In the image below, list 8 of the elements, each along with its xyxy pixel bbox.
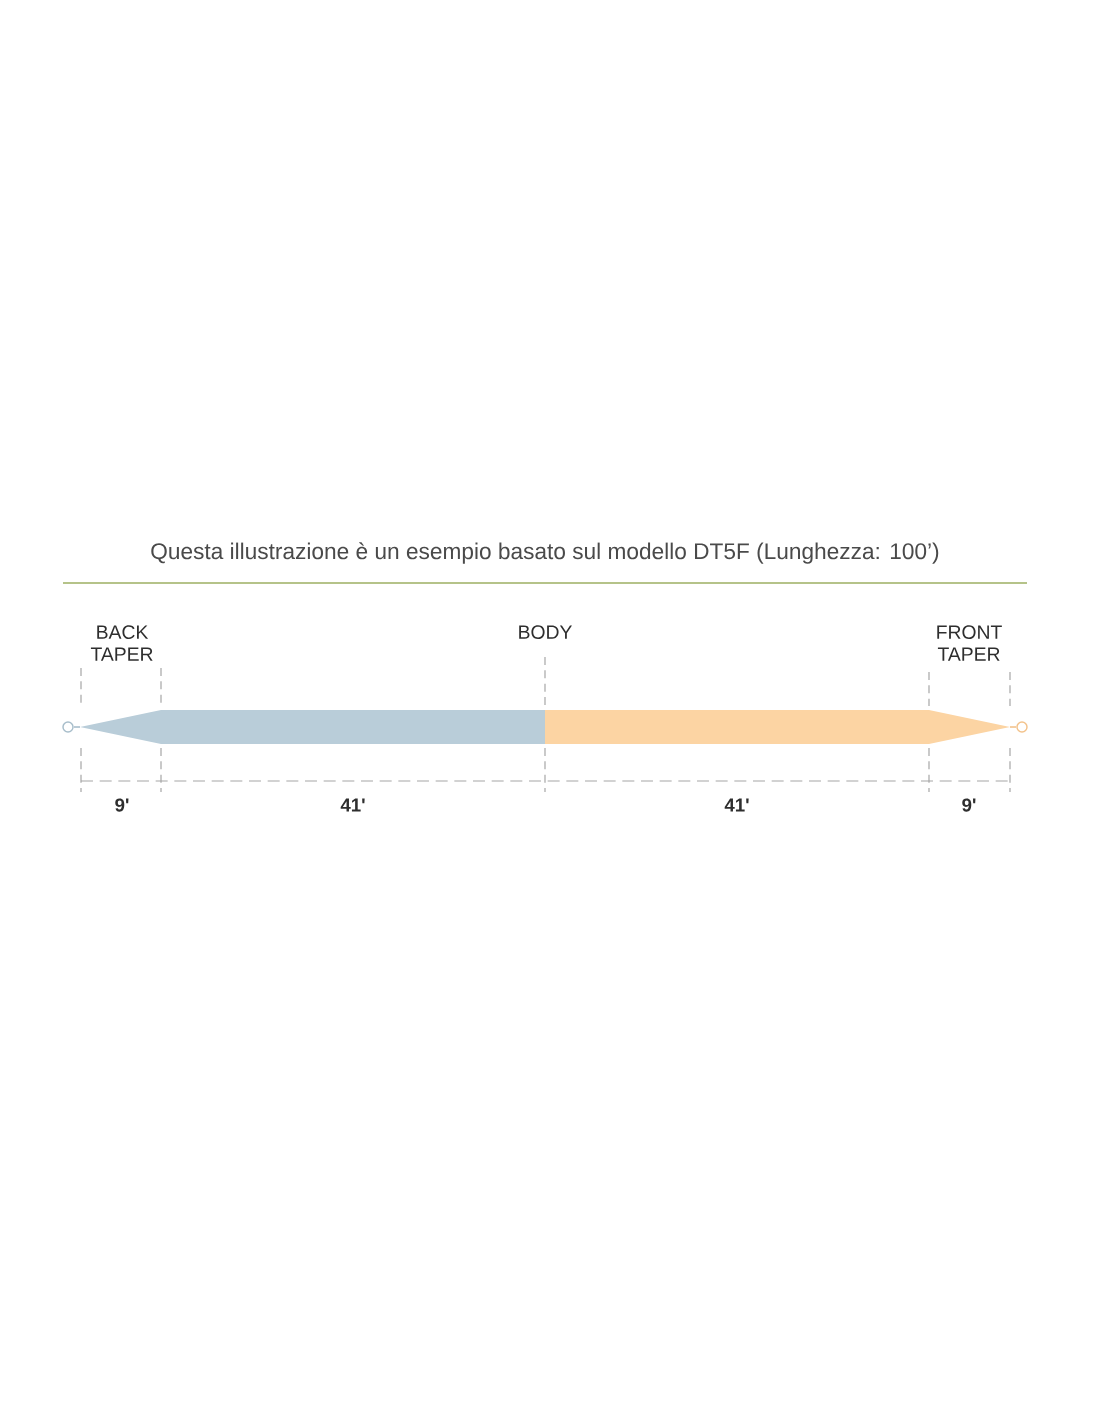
dimension-label: 41' — [340, 798, 365, 812]
dimension-label: 9' — [962, 798, 976, 812]
part-label: BODY — [519, 625, 572, 639]
part-label: FRONT TAPER — [937, 625, 1002, 661]
dimension-label: 41' — [724, 798, 749, 812]
part-label: BACK TAPER — [90, 625, 153, 661]
title: Questa illustrazione è un esempio basato sul modello DT5F (Lunghezza: 100’) — [151, 542, 939, 564]
dimension-label: 9' — [115, 798, 129, 812]
